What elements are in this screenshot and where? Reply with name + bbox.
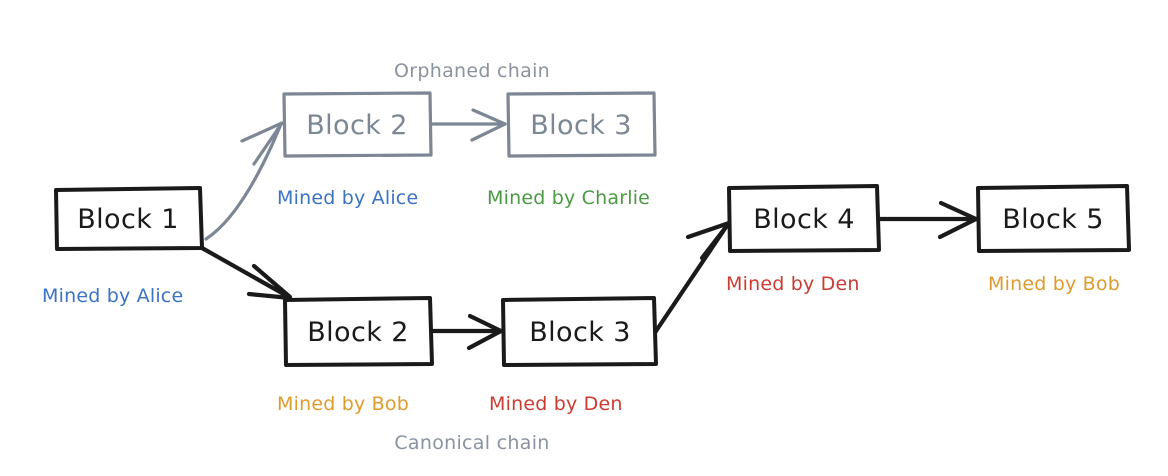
edge-block4-to-block5 <box>876 200 979 240</box>
block-1-label: Block 1 <box>77 204 179 235</box>
block-4-label: Block 4 <box>753 204 855 235</box>
block-3-node[interactable]: Block 3 <box>501 296 658 367</box>
orphan-block-3-label: Block 3 <box>530 110 632 141</box>
edge-orphan2-to-orphan3 <box>430 108 507 142</box>
block-4-box[interactable] <box>727 184 881 253</box>
block-2-label: Block 2 <box>307 317 409 348</box>
block-5-node[interactable]: Block 5 <box>976 184 1131 253</box>
block-4-miner-label: Mined by Den <box>726 273 860 295</box>
orphan-block-3-box[interactable] <box>506 91 657 158</box>
orphan-block-2-miner-label: Mined by Alice <box>277 187 418 209</box>
block-2-miner-label: Mined by Bob <box>277 393 409 415</box>
block-3-miner-label: Mined by Den <box>489 393 623 415</box>
orphan-block-2-label: Block 2 <box>306 110 408 141</box>
block-5-miner-label: Mined by Bob <box>988 273 1120 295</box>
orphaned-chain-label: Orphaned chain <box>394 60 550 82</box>
orphan-block-3-miner-label: Mined by Charlie <box>487 187 650 209</box>
block-1-node[interactable]: Block 1 <box>54 186 204 251</box>
block-2-box[interactable] <box>283 296 434 367</box>
block-3-label: Block 3 <box>529 317 631 348</box>
edge-block1-to-block2 <box>199 245 293 301</box>
block-5-label: Block 5 <box>1002 204 1104 235</box>
orphan-block-3-node[interactable]: Block 3 <box>506 91 657 158</box>
block-1-box[interactable] <box>54 186 204 251</box>
edge-block1-to-orphan2 <box>204 121 284 241</box>
block-1-miner-label: Mined by Alice <box>42 285 183 307</box>
block-4-node[interactable]: Block 4 <box>727 184 881 253</box>
block-3-box[interactable] <box>501 296 658 367</box>
edge-block3-to-block4 <box>651 220 732 337</box>
block-2-node[interactable]: Block 2 <box>283 296 434 367</box>
orphan-block-2-box[interactable] <box>282 91 433 158</box>
orphan-block-2-node[interactable]: Block 2 <box>282 91 433 158</box>
canonical-chain-label: Canonical chain <box>394 432 549 454</box>
edge-block2-to-block3 <box>429 313 504 351</box>
block-5-box[interactable] <box>976 184 1131 253</box>
